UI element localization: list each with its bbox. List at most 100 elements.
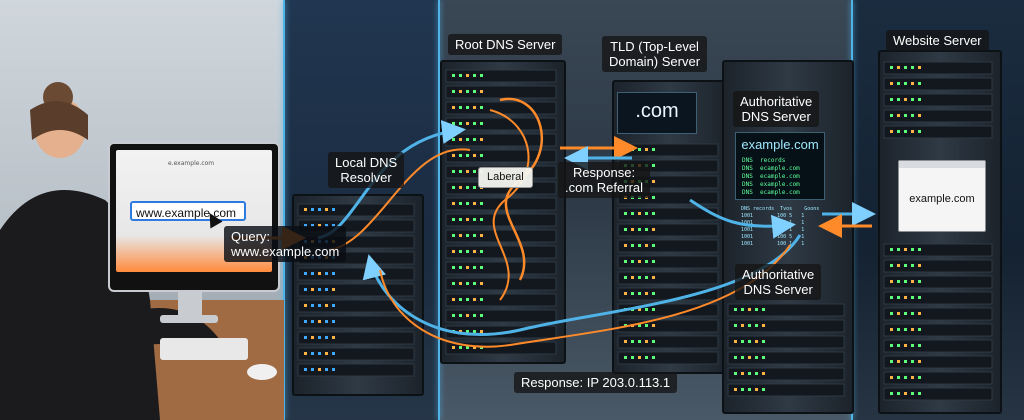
status-led	[480, 202, 483, 205]
status-led	[918, 392, 921, 395]
status-led	[652, 260, 655, 263]
status-led	[480, 330, 483, 333]
status-led	[762, 388, 765, 391]
website-server-label: Website Server	[886, 30, 989, 51]
status-led	[480, 314, 483, 317]
status-led	[652, 308, 655, 311]
status-led	[624, 244, 627, 247]
status-led	[473, 74, 476, 77]
status-led	[480, 106, 483, 109]
status-led	[755, 372, 758, 375]
status-led	[890, 66, 893, 69]
status-led	[638, 340, 641, 343]
status-led	[624, 292, 627, 295]
status-led	[480, 282, 483, 285]
status-led	[459, 218, 462, 221]
status-led	[734, 388, 737, 391]
status-led	[897, 280, 900, 283]
status-led	[911, 344, 914, 347]
status-led	[652, 228, 655, 231]
status-led	[890, 82, 893, 85]
status-led	[755, 308, 758, 311]
panel-divider	[438, 0, 440, 420]
rack-unit	[617, 239, 719, 253]
status-led	[645, 212, 648, 215]
status-led	[318, 336, 321, 339]
status-led	[890, 248, 893, 251]
rack-unit	[617, 223, 719, 237]
status-led	[473, 170, 476, 173]
status-led	[652, 276, 655, 279]
status-led	[748, 308, 751, 311]
status-led	[332, 352, 335, 355]
status-led	[897, 360, 900, 363]
rack-unit	[883, 355, 993, 369]
status-led	[734, 340, 737, 343]
status-led	[318, 272, 321, 275]
rack-unit	[883, 61, 993, 75]
status-led	[452, 74, 455, 77]
status-led	[325, 224, 328, 227]
status-led	[480, 90, 483, 93]
rack-unit	[883, 323, 993, 337]
rack-unit	[883, 259, 993, 273]
status-led	[890, 296, 893, 299]
status-led	[631, 276, 634, 279]
status-led	[304, 288, 307, 291]
status-led	[459, 250, 462, 253]
status-led	[638, 324, 641, 327]
rack-unit	[727, 303, 845, 317]
status-led	[755, 340, 758, 343]
status-led	[645, 260, 648, 263]
status-led	[734, 308, 737, 311]
status-led	[318, 320, 321, 323]
keyboard	[160, 338, 248, 360]
status-led	[304, 336, 307, 339]
status-led	[304, 208, 307, 211]
status-led	[452, 106, 455, 109]
status-led	[918, 360, 921, 363]
rack-tag: Laberal	[478, 167, 533, 188]
status-led	[652, 148, 655, 151]
status-led	[645, 244, 648, 247]
rack-unit	[297, 315, 415, 329]
status-led	[904, 114, 907, 117]
status-led	[304, 368, 307, 371]
status-led	[466, 106, 469, 109]
status-led	[466, 282, 469, 285]
status-led	[638, 292, 641, 295]
status-led	[911, 296, 914, 299]
status-led	[318, 224, 321, 227]
status-led	[318, 304, 321, 307]
status-led	[473, 298, 476, 301]
status-led	[645, 292, 648, 295]
status-led	[638, 244, 641, 247]
status-led	[473, 202, 476, 205]
rack-unit	[883, 93, 993, 107]
status-led	[762, 372, 765, 375]
browser-tab-url: e.example.com	[168, 160, 215, 167]
rack-unit	[883, 125, 993, 139]
website-screen: example.com	[898, 160, 986, 232]
status-led	[631, 260, 634, 263]
status-led	[473, 282, 476, 285]
auth-screen: example.com DNS records DNS ecample.com …	[735, 132, 825, 200]
status-led	[904, 264, 907, 267]
status-led	[897, 344, 900, 347]
status-led	[466, 234, 469, 237]
browser-address-bar[interactable]: www.example.com	[130, 201, 246, 221]
status-led	[911, 312, 914, 315]
status-led	[325, 368, 328, 371]
status-led	[897, 312, 900, 315]
status-led	[311, 336, 314, 339]
status-led	[741, 356, 744, 359]
status-led	[904, 130, 907, 133]
rack-unit	[727, 383, 845, 397]
status-led	[890, 98, 893, 101]
status-led	[762, 324, 765, 327]
status-led	[311, 208, 314, 211]
status-led	[459, 298, 462, 301]
rack-unit	[445, 341, 557, 355]
status-led	[911, 114, 914, 117]
